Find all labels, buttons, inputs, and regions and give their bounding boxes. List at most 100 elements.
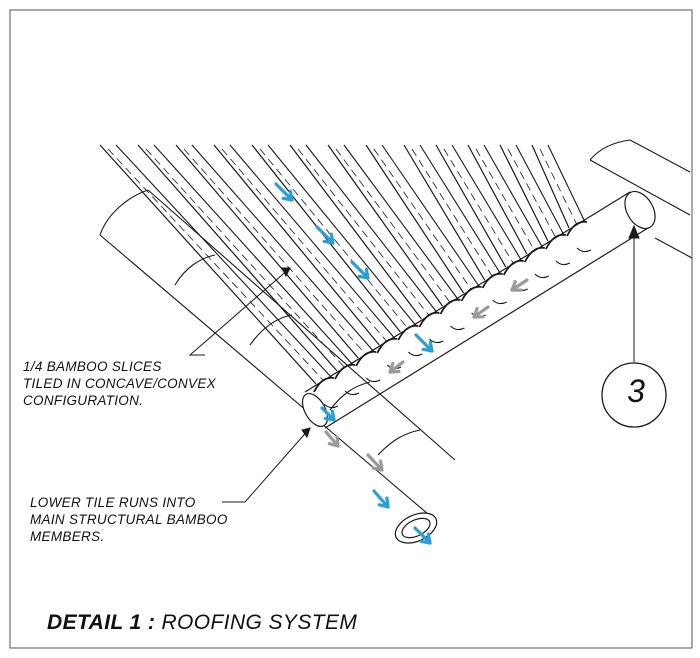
flow-arrow [366,453,384,472]
label-line: 1/4 BAMBOO SLICES [23,359,162,374]
arrow-shaft [472,305,490,319]
arrow-shaft [274,182,294,202]
tile-edge-line [403,144,486,281]
tile-centerline [297,148,430,317]
bamboo-slices-label: 1/4 BAMBOO SLICES TILED IN CONCAVE/CONVE… [23,358,216,409]
tile-centerline [539,148,578,226]
tile-end-arc [524,246,545,263]
arrow-shaft [414,333,434,353]
tile-centerline [475,148,536,252]
detail-callout-number: 3 [627,373,645,409]
flow-arrow [388,360,405,374]
tile-edge-line [547,144,586,223]
tile-end-arc [355,350,377,367]
tile-underside-arc [492,299,507,305]
tile-slice [327,144,459,307]
tile-slice [175,144,375,359]
arrow-shaft [413,526,432,545]
tile-underside-arc [534,273,550,279]
tile-edge-line [115,144,333,379]
tile-edge-line [267,144,417,327]
tile-underside-arc [365,377,381,383]
flow-arrow [274,182,294,202]
label-line: MEMBERS. [30,529,105,544]
flow-arrow [510,278,529,292]
arrow-head [371,459,384,472]
arrow-head [327,435,340,448]
tile-centerline [443,148,515,265]
flow-arrow [320,406,336,422]
drawing-title: DETAIL 1 : ROOFING SYSTEM [47,611,357,635]
tile-edge-line [191,144,375,353]
tile-centerline [107,148,325,382]
tile-edge-line [365,144,465,294]
tile-edge-line [451,144,523,262]
tile-underside-arc [576,247,592,253]
tile-slice [289,144,438,320]
arrow-head [419,532,432,545]
tile-edge-line [435,144,507,268]
tile-end-arc [376,337,398,354]
tile-centerline [183,148,367,356]
tile-edge-line [327,144,443,307]
tile-edge-line [289,144,422,320]
arrow-head [377,496,390,509]
title-prefix: DETAIL 1 : [47,611,156,634]
leader-lines [188,224,640,503]
arrow-head [510,280,523,292]
main-structural-bamboo [99,189,456,521]
tile-centerline [335,148,451,304]
tile-slice [213,144,396,346]
tile-underside-arc [344,390,360,396]
detail-callout-circle [601,362,667,428]
tile-end-arc [313,376,335,393]
arrow-head [281,189,294,202]
tile-edge-line [381,144,481,288]
lower-tile-label: LOWER TILE RUNS INTO MAIN STRUCTURAL BAM… [30,494,228,545]
tile-underside-arc [450,325,465,331]
tile-slice [403,144,502,281]
tile-end-arc [545,233,567,250]
tile-edge-line [419,144,502,275]
tile-centerline [145,148,346,369]
tile-slice [435,144,523,268]
tile-edge-line [99,144,317,385]
tile-slice [99,144,333,385]
tile-slice [531,144,586,229]
tile-edge-line [229,144,396,340]
tile-end-arc [439,298,461,315]
tile-slice [137,144,354,372]
tile-edge-line [499,144,549,242]
label-line: TILED IN CONCAVE/CONVEX [23,376,216,391]
label-line: MAIN STRUCTURAL BAMBOO [30,512,228,527]
drawing-frame [9,9,693,649]
arrow-shaft [510,278,529,292]
tile-centerline [373,148,472,291]
flow-arrow [372,489,390,509]
flow-arrow [413,526,432,545]
label-line: LOWER TILE RUNS INTO [30,495,196,510]
tile-slice [467,144,544,255]
label-line: CONFIGURATION. [23,393,144,408]
cross-bamboo-upper [589,139,693,259]
tile-edge-line [153,144,354,366]
arrow-shaft [315,225,335,245]
arrow-shaft [350,260,370,280]
flow-arrow [315,225,335,245]
water-flow-arrows [274,182,529,545]
tile-underside-arc [407,351,423,357]
tile-end-arc [418,311,440,328]
arrow-head [322,232,335,245]
arrow-shaft [372,489,390,509]
tile-underside-arc [555,260,571,266]
tile-end-arc [481,272,503,289]
bamboo-tile-slices [99,144,586,385]
tile-centerline [507,148,557,239]
arrow-head [323,409,336,422]
arrow-shaft [324,430,340,448]
tile-edge-line [213,144,380,346]
tile-end-arc [460,285,482,302]
flow-arrow [472,305,490,319]
